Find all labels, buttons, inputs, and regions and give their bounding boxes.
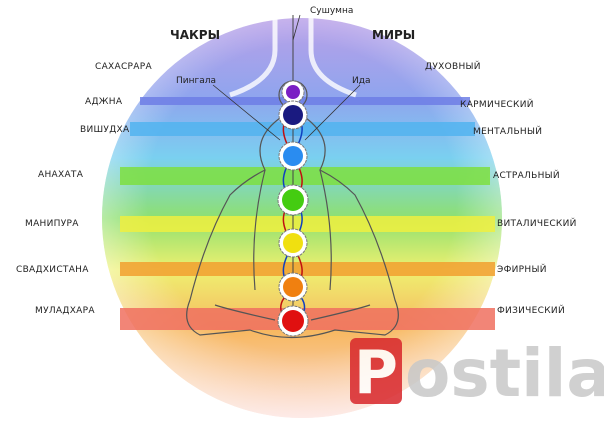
chakra-dot xyxy=(283,233,303,253)
world-label: МЕНТАЛЬНЫЙ xyxy=(473,127,543,137)
chakra-label: МАНИПУРА xyxy=(25,219,79,229)
chakras-header: ЧАКРЫ xyxy=(170,28,221,42)
chakra-label: АДЖНА xyxy=(85,97,123,107)
chakra-dot xyxy=(283,146,303,166)
chakra-label: ВИШУДХА xyxy=(80,125,130,135)
chakra-label: СВАДХИСТАНА xyxy=(16,265,89,275)
chakra-dot xyxy=(283,105,303,125)
chakra-dot xyxy=(286,85,300,99)
sushumna-label: Сушумна xyxy=(310,6,354,16)
world-bands xyxy=(120,97,495,330)
svg-text:ostila: ostila xyxy=(405,335,604,412)
watermark-logo: P ostila xyxy=(350,335,604,412)
ida-label: Ида xyxy=(352,76,371,86)
chakra-label: АНАХАТА xyxy=(38,170,84,180)
svg-text:P: P xyxy=(354,338,398,408)
world-label: ФИЗИЧЕСКИЙ xyxy=(497,306,565,316)
chakra-dot xyxy=(282,189,304,211)
world-label: КАРМИЧЕСКИЙ xyxy=(460,100,534,110)
chakra-label: МУЛАДХАРА xyxy=(35,306,95,316)
chakra-dot xyxy=(283,277,303,297)
world-label: ДУХОВНЫЙ xyxy=(425,62,481,72)
worlds-header: МИРЫ xyxy=(372,28,416,42)
world-label: ЭФИРНЫЙ xyxy=(497,265,547,275)
world-label: ВИТАЛИЧЕСКИЙ xyxy=(497,219,577,229)
chakra-dot xyxy=(282,310,304,332)
pingala-label: Пингала xyxy=(176,76,217,86)
chakra-label: САХАСРАРА xyxy=(95,62,152,72)
world-label: АСТРАЛЬНЫЙ xyxy=(493,171,560,181)
